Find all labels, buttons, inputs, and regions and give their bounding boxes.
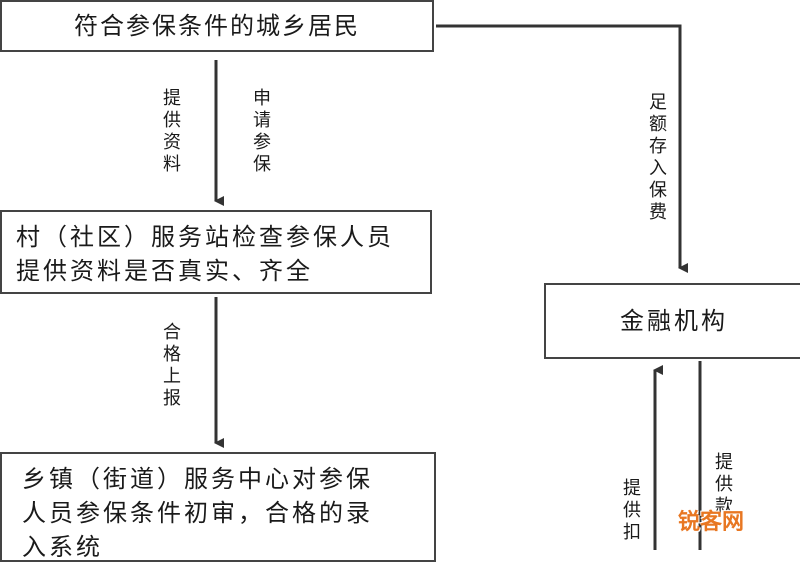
edge-label-provide-materials: 提供资料 — [160, 88, 181, 176]
node-residents: 符合参保条件的城乡居民 — [0, 0, 434, 52]
node-residents-label: 符合参保条件的城乡居民 — [74, 12, 360, 40]
node-township-line1: 乡镇（街道）服务中心对参保 — [22, 465, 373, 493]
edge-label-qualified-report: 合格上报 — [160, 322, 181, 410]
node-village-station: 村（社区）服务站检查参保人员 提供资料是否真实、齐全 — [0, 210, 432, 294]
node-village-line1: 村（社区）服务站检查参保人员 — [16, 223, 394, 251]
edge-label-deposit-fee: 足额存入保费 — [646, 92, 667, 224]
node-financial-institution: 金融机构 — [544, 283, 800, 359]
node-township-line2: 人员参保条件初审，合格的录 — [22, 499, 373, 527]
arrow-residents-to-bank — [436, 24, 688, 273]
node-bank-label: 金融机构 — [620, 307, 728, 335]
watermark-logo: 锐客网 — [678, 510, 745, 535]
edge-label-provide-withhold: 提供扣 — [620, 478, 641, 544]
node-township-center: 乡镇（街道）服务中心对参保 人员参保条件初审，合格的录 入系统 — [0, 452, 436, 562]
node-village-line2: 提供资料是否真实、齐全 — [16, 257, 313, 285]
node-township-line3: 入系统 — [22, 533, 103, 561]
connector-layer — [214, 24, 702, 550]
edge-label-apply-insurance: 申请参保 — [250, 88, 271, 176]
edge-label-provide-funds: 提供款 — [712, 452, 733, 518]
